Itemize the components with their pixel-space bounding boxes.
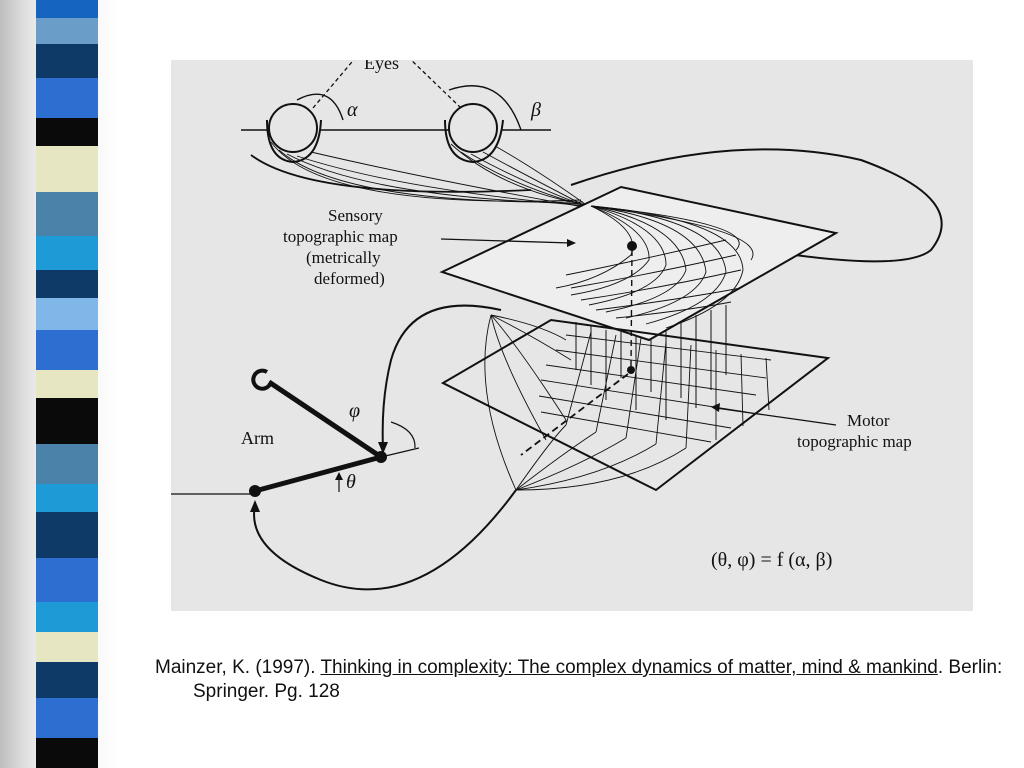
arm-label: Arm [241,428,274,448]
sidebar-bar [36,632,98,662]
sensory-label-line2: topographic map [283,227,398,246]
sidebar-bar [36,78,98,118]
diagram-figure: Eyes α β [171,60,973,611]
sensory-pointer-arrow [440,238,572,244]
sensory-label-line3: (metrically [306,248,381,267]
shoulder-joint [249,485,261,497]
sensory-point [627,241,637,251]
sidebar-bar [36,370,98,398]
feedback-loop [570,148,943,263]
sidebar-bar [36,18,98,44]
upper-arm [254,454,382,494]
sensory-label-line4: deformed) [314,269,385,288]
optic-fibers [250,141,600,215]
phi-symbol: φ [349,400,360,422]
sidebar-bar [36,44,98,78]
hand-icon [251,368,273,391]
formula-label: (θ, φ) = f (α, β) [711,549,832,571]
citation: Mainzer, K. (1997). Thinking in complexi… [155,656,1023,704]
alpha-arc [296,93,344,121]
sidebar-bar [36,444,98,484]
sensory-map-grid [555,205,754,329]
motor-to-arm-path [253,489,517,591]
motor-output-dashed [520,373,629,456]
sensory-map-plane [439,185,839,342]
sidebar-bar [36,558,98,602]
forearm [267,379,383,460]
sidebar-bar [36,236,98,270]
eye-right-sightline [410,60,462,109]
motor-map-plane [440,318,831,492]
citation-prefix: Mainzer, K. (1997). [155,657,321,678]
sidebar-bar [36,146,98,192]
phi-arc [390,421,416,449]
sidebar-bar [36,118,98,146]
motor-label-line2: topographic map [797,432,912,451]
right-eye-icon [448,103,498,153]
eye-left-sightline [312,60,355,109]
motor-point [627,366,635,374]
sidebar-bar [36,298,98,330]
motor-map-grid [538,331,772,449]
sidebar-bar [36,330,98,370]
topographic-map-diagram: Eyes α β [171,60,943,591]
sidebar-bar [36,484,98,512]
alpha-symbol: α [347,99,358,121]
motor-label-line1: Motor [847,411,890,430]
sidebar-bar [36,398,98,444]
eyes-label: Eyes [364,60,399,73]
sensory-label-line1: Sensory [328,206,383,225]
theta-symbol: θ [346,471,356,493]
beta-symbol: β [530,99,541,121]
sidebar-bar [36,0,98,18]
sidebar-bar [36,192,98,236]
left-eye-icon [268,103,318,153]
sidebar-bar [36,698,98,738]
sensory-to-arm-path [381,304,502,449]
sidebar-bar [36,602,98,632]
beta-arc [448,85,522,131]
motor-pointer-arrow [715,407,837,426]
sidebar-bar [36,512,98,558]
citation-title: Thinking in complexity: The complex dyna… [320,657,938,678]
sidebar-bar [36,662,98,698]
sidebar-color-bars [36,0,98,768]
motor-fibers [484,314,687,491]
sidebar-bar [36,738,98,768]
citation-suffix: . Berlin: Springer. Pg. 128 [193,657,1003,702]
sidebar-bar [36,270,98,298]
